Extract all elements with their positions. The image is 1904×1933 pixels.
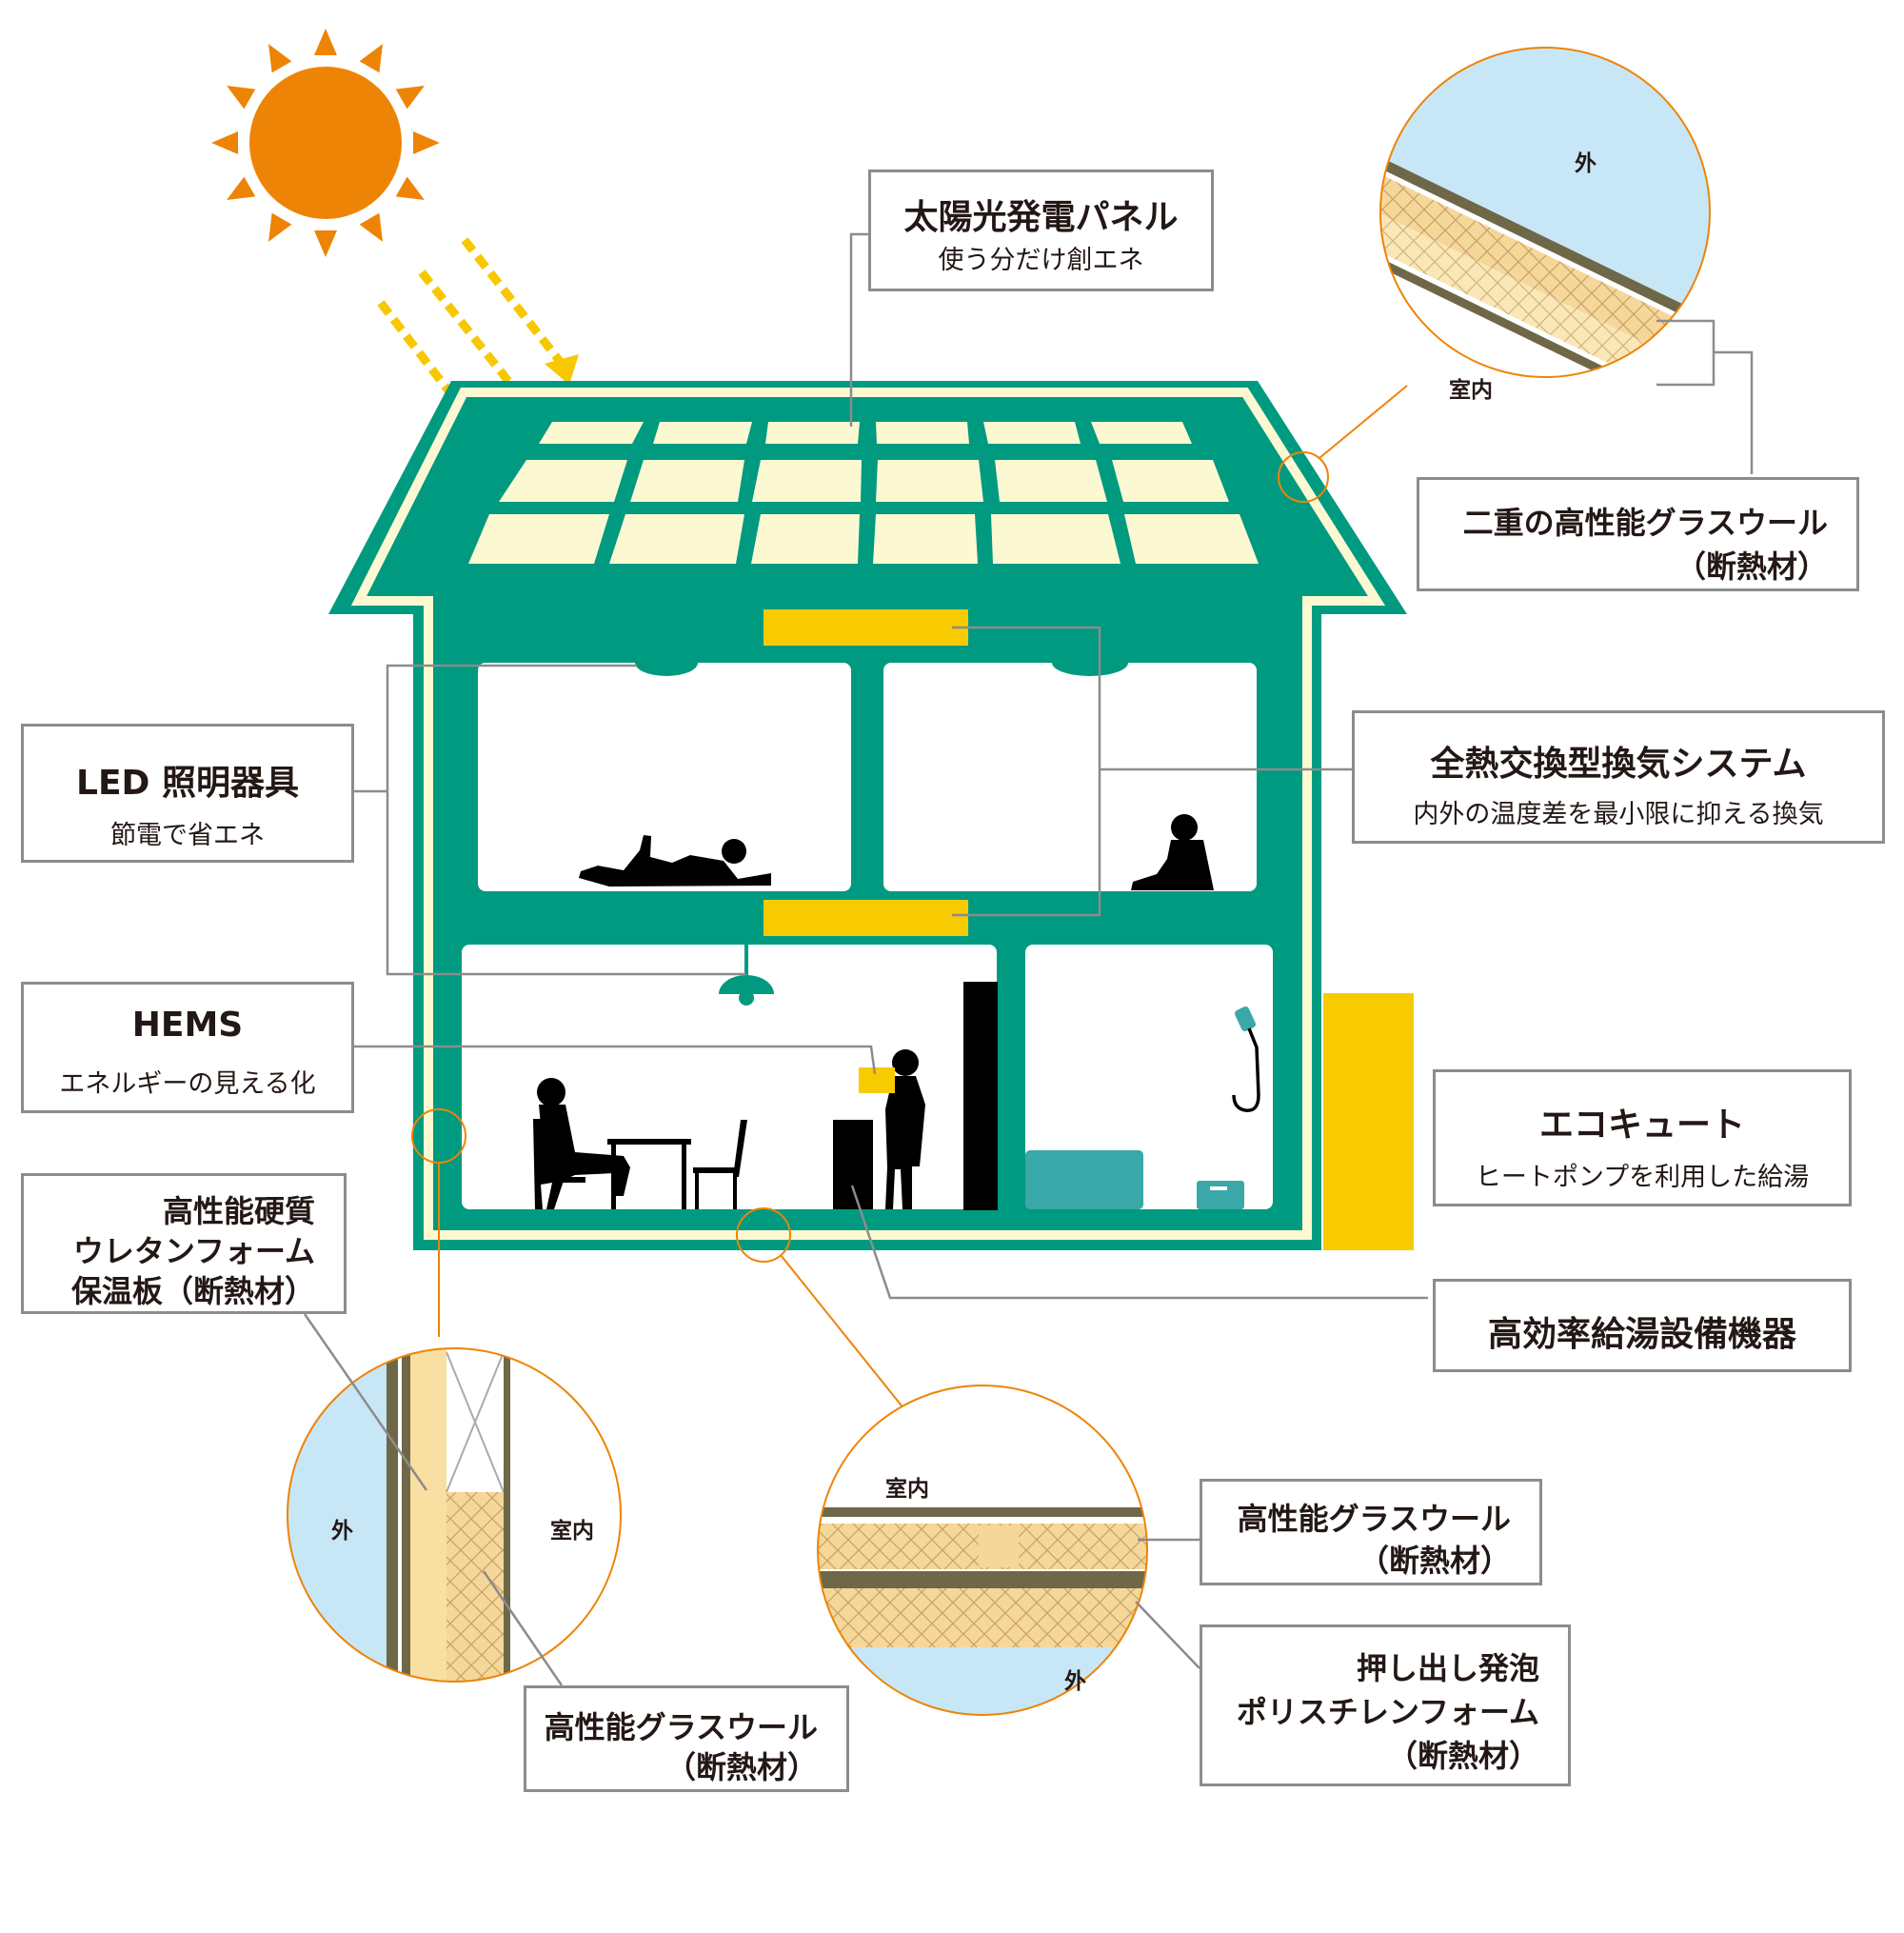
polystyrene-line2: ポリスチレンフォーム: [1236, 1694, 1539, 1730]
led-downlight-icon: [1052, 649, 1128, 676]
water-heater-unit: [833, 1120, 873, 1209]
ventilation-duct: [764, 609, 968, 646]
floor-detail-marker: [736, 1207, 791, 1263]
floor-glasswool-label-box: 高性能グラスウール （断熱材）: [1200, 1479, 1542, 1585]
floor-outside-label: 外: [1064, 1669, 1086, 1694]
table-icon: [607, 1139, 691, 1209]
bathtub-icon: [1025, 1150, 1143, 1209]
roof-detail-marker: [1278, 451, 1329, 503]
solar-panel-title: 太陽光発電パネル: [903, 198, 1179, 237]
wall-glasswool-line1: 高性能グラスウール: [544, 1709, 818, 1745]
led-downlight-icon: [635, 649, 698, 676]
wall-glasswool-line2: （断熱材）: [664, 1749, 818, 1785]
chair-icon: [693, 1120, 747, 1209]
ecocute-sub: ヒートポンプを利用した給湯: [1475, 1163, 1810, 1192]
led-title: LED 照明器具: [76, 764, 299, 803]
room-upper-right: [883, 663, 1257, 891]
urethane-line1: 高性能硬質: [162, 1193, 315, 1229]
person-chair-icon: [533, 1078, 630, 1209]
floor-glasswool-line2: （断熱材）: [1358, 1543, 1511, 1579]
person-sitting-icon: [1131, 814, 1214, 890]
ecocute-unit: [1323, 993, 1414, 1250]
urethane-line3: 保温板（断熱材）: [70, 1273, 315, 1309]
roof-insulation-detail: [1379, 47, 1711, 378]
polystyrene-line1: 押し出し発泡: [1356, 1650, 1539, 1686]
urethane-label-box: 高性能硬質 ウレタンフォーム 保温板（断熱材）: [21, 1173, 347, 1314]
person-lying-icon: [579, 835, 771, 887]
solar-panel-array: [468, 422, 1259, 564]
wall-outside-label: 外: [331, 1519, 353, 1544]
leader-lines: [303, 232, 1754, 1686]
floor-insulation-detail: [817, 1385, 1148, 1716]
led-sub: 節電で省エネ: [110, 821, 265, 850]
urethane-line2: ウレタンフォーム: [72, 1233, 315, 1269]
stool-icon: [1197, 1181, 1244, 1209]
polystyrene-line3: （断熱材）: [1386, 1738, 1539, 1774]
roof-outside-label: 外: [1575, 151, 1597, 176]
ventilation-title: 全熱交換型換気システム: [1430, 745, 1807, 784]
sun-icon: [211, 29, 440, 257]
pendant-lamp-icon: [719, 945, 774, 1006]
solar-panel-label-box: 太陽光発電パネル 使う分だけ創エネ: [868, 169, 1214, 291]
shower-icon: [1232, 1006, 1260, 1112]
roof-insulation-label-box: 二重の高性能グラスウール （断熱材）: [1417, 477, 1859, 591]
roof-insulation-line1: 二重の高性能グラスウール: [1462, 505, 1828, 541]
ventilation-duct: [764, 900, 968, 936]
storage-unit: [963, 982, 998, 1210]
person-standing-icon: [885, 1049, 925, 1209]
solar-panel-sub: 使う分だけ創エネ: [938, 246, 1144, 275]
room-bath: [1025, 945, 1273, 1209]
led-label-box: LED 照明器具 節電で省エネ: [21, 724, 354, 863]
hems-label-box: HEMS エネルギーの見える化: [21, 982, 354, 1113]
wall-glasswool-label-box: 高性能グラスウール （断熱材）: [524, 1685, 849, 1792]
polystyrene-label-box: 押し出し発泡 ポリスチレンフォーム （断熱材）: [1200, 1624, 1571, 1786]
ventilation-sub: 内外の温度差を最小限に抑える換気: [1413, 800, 1824, 829]
roof-insulation-line2: （断熱材）: [1675, 548, 1828, 585]
house: [328, 381, 1414, 1250]
hems-sub: エネルギーの見える化: [59, 1069, 316, 1099]
floor-inside-label: 室内: [885, 1477, 929, 1502]
water-heater-title: 高効率給湯設備機器: [1487, 1315, 1796, 1354]
ecocute-label-box: エコキュート ヒートポンプを利用した給湯: [1433, 1069, 1852, 1206]
water-heater-label-box: 高効率給湯設備機器: [1433, 1279, 1852, 1372]
floor-glasswool-line1: 高性能グラスウール: [1237, 1501, 1511, 1537]
ecocute-title: エコキュート: [1538, 1106, 1745, 1145]
hems-monitor-icon: [859, 1067, 895, 1093]
roof-inside-label: 室内: [1449, 378, 1493, 403]
ventilation-label-box: 全熱交換型換気システム 内外の温度差を最小限に抑える換気: [1352, 710, 1885, 844]
hems-title: HEMS: [131, 1006, 244, 1045]
wall-inside-label: 室内: [550, 1519, 594, 1544]
room-upper-left: [478, 663, 851, 891]
